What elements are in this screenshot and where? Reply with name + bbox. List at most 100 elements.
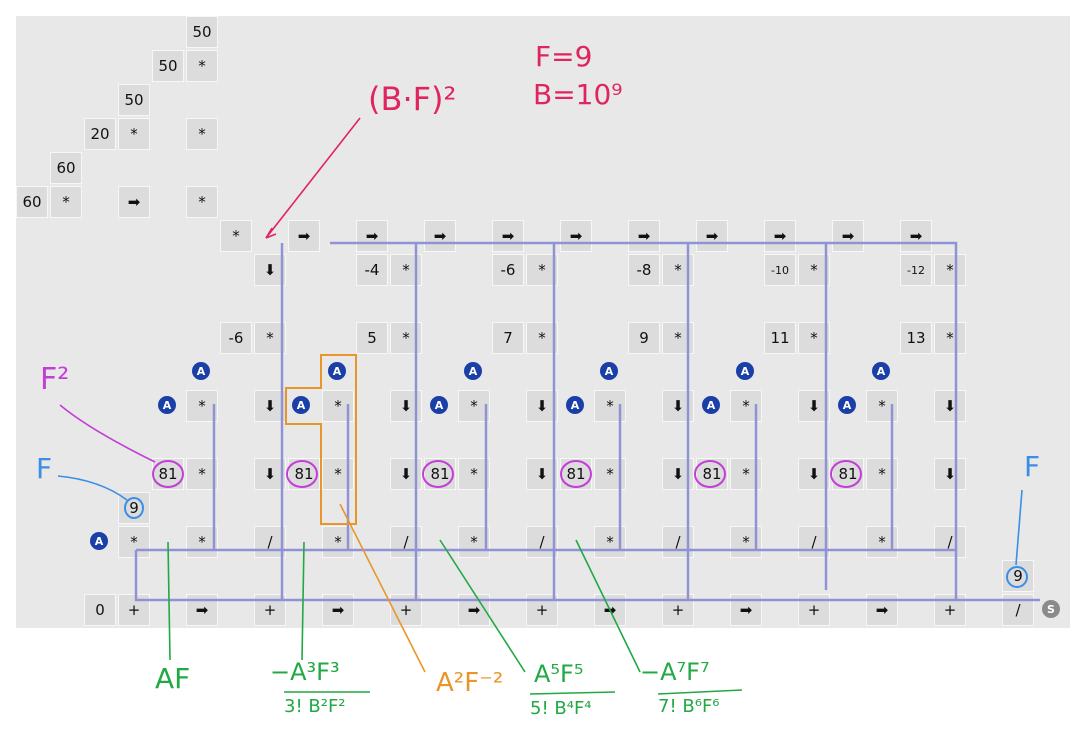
grid-cell[interactable]: * [186,458,218,490]
grid-cell[interactable]: ➡ [492,220,524,252]
grid-cell[interactable]: 11 [764,322,796,354]
grid-cell[interactable]: 20 [84,118,116,150]
grid-cell[interactable]: * [730,390,762,422]
grid-cell[interactable]: * [594,390,626,422]
grid-cell[interactable]: 5 [356,322,388,354]
grid-cell[interactable]: ➡ [866,594,898,626]
grid-cell[interactable]: * [594,526,626,558]
grid-cell[interactable]: * [526,322,558,354]
grid-cell[interactable]: ⬇ [934,458,966,490]
grid-cell[interactable]: * [458,526,490,558]
grid-cell[interactable]: ⬇ [254,390,286,422]
grid-cell[interactable]: 9 [628,322,660,354]
grid-cell[interactable]: * [866,390,898,422]
grid-cell[interactable]: ⬇ [798,390,830,422]
grid-cell[interactable]: ⬇ [662,458,694,490]
grid-cell[interactable]: * [662,322,694,354]
grid-cell[interactable]: 81 [832,458,864,490]
grid-cell[interactable]: ➡ [186,594,218,626]
grid-cell[interactable]: ➡ [288,220,320,252]
grid-cell[interactable]: * [50,186,82,218]
grid-cell[interactable]: 81 [560,458,592,490]
grid-cell[interactable]: * [866,526,898,558]
grid-cell[interactable]: + [254,594,286,626]
grid-cell[interactable]: ➡ [560,220,592,252]
grid-cell[interactable]: * [322,526,354,558]
grid-cell[interactable]: * [798,322,830,354]
grid-cell[interactable]: * [322,390,354,422]
grid-cell[interactable]: ➡ [832,220,864,252]
grid-cell[interactable]: * [186,526,218,558]
grid-cell[interactable]: 60 [50,152,82,184]
grid-cell[interactable]: * [798,254,830,286]
grid-cell[interactable]: 7 [492,322,524,354]
grid-cell[interactable]: / [390,526,422,558]
grid-cell[interactable]: ⬇ [934,390,966,422]
grid-cell[interactable]: 50 [186,16,218,48]
grid-cell[interactable]: 50 [118,84,150,116]
grid-cell[interactable]: + [662,594,694,626]
grid-cell[interactable]: 0 [84,594,116,626]
grid-cell[interactable]: 81 [424,458,456,490]
grid-cell[interactable]: * [390,322,422,354]
grid-cell[interactable]: ⬇ [390,458,422,490]
grid-cell[interactable]: * [118,526,150,558]
grid-cell[interactable]: * [254,322,286,354]
grid-cell[interactable]: 13 [900,322,932,354]
grid-cell[interactable]: -6 [220,322,252,354]
grid-cell[interactable]: ⬇ [662,390,694,422]
grid-cell[interactable]: ⬇ [254,458,286,490]
grid-cell[interactable]: * [934,322,966,354]
grid-cell[interactable]: -6 [492,254,524,286]
grid-cell[interactable]: * [390,254,422,286]
grid-cell[interactable]: -4 [356,254,388,286]
grid-cell[interactable]: * [730,458,762,490]
grid-cell[interactable]: 9 [1002,560,1034,592]
grid-cell[interactable]: * [186,390,218,422]
grid-cell[interactable]: + [118,594,150,626]
grid-cell[interactable]: + [798,594,830,626]
grid-cell[interactable]: ➡ [764,220,796,252]
grid-cell[interactable]: 50 [152,50,184,82]
grid-cell[interactable]: / [662,526,694,558]
grid-cell[interactable]: * [118,118,150,150]
grid-cell[interactable]: + [526,594,558,626]
grid-cell[interactable]: ⬇ [798,458,830,490]
grid-cell[interactable]: * [458,390,490,422]
grid-cell[interactable]: ⬇ [526,458,558,490]
grid-cell[interactable]: / [254,526,286,558]
grid-cell[interactable]: 9 [118,492,150,524]
grid-cell[interactable]: ➡ [628,220,660,252]
grid-cell[interactable]: * [186,118,218,150]
grid-cell[interactable]: / [1002,594,1034,626]
grid-cell[interactable]: * [662,254,694,286]
grid-cell[interactable]: ➡ [322,594,354,626]
grid-cell[interactable]: * [526,254,558,286]
grid-cell[interactable]: 60 [16,186,48,218]
grid-cell[interactable]: 81 [288,458,320,490]
grid-cell[interactable]: / [526,526,558,558]
grid-cell[interactable]: 81 [152,458,184,490]
grid-cell[interactable]: * [458,458,490,490]
grid-cell[interactable]: -10 [764,254,796,286]
grid-cell[interactable]: ⬇ [390,390,422,422]
grid-cell[interactable]: ⬇ [254,254,286,286]
grid-cell[interactable]: ➡ [730,594,762,626]
grid-cell[interactable]: * [186,186,218,218]
grid-cell[interactable]: * [186,50,218,82]
grid-cell[interactable]: ➡ [594,594,626,626]
grid-cell[interactable]: * [866,458,898,490]
grid-cell[interactable]: -12 [900,254,932,286]
grid-cell[interactable]: / [798,526,830,558]
grid-cell[interactable]: ➡ [900,220,932,252]
grid-cell[interactable]: ➡ [458,594,490,626]
grid-cell[interactable]: + [390,594,422,626]
grid-cell[interactable]: ➡ [696,220,728,252]
grid-cell[interactable]: ➡ [424,220,456,252]
grid-cell[interactable]: ➡ [118,186,150,218]
grid-cell[interactable]: * [220,220,252,252]
grid-cell[interactable]: ⬇ [526,390,558,422]
grid-cell[interactable]: -8 [628,254,660,286]
grid-cell[interactable]: * [322,458,354,490]
grid-cell[interactable]: ➡ [356,220,388,252]
